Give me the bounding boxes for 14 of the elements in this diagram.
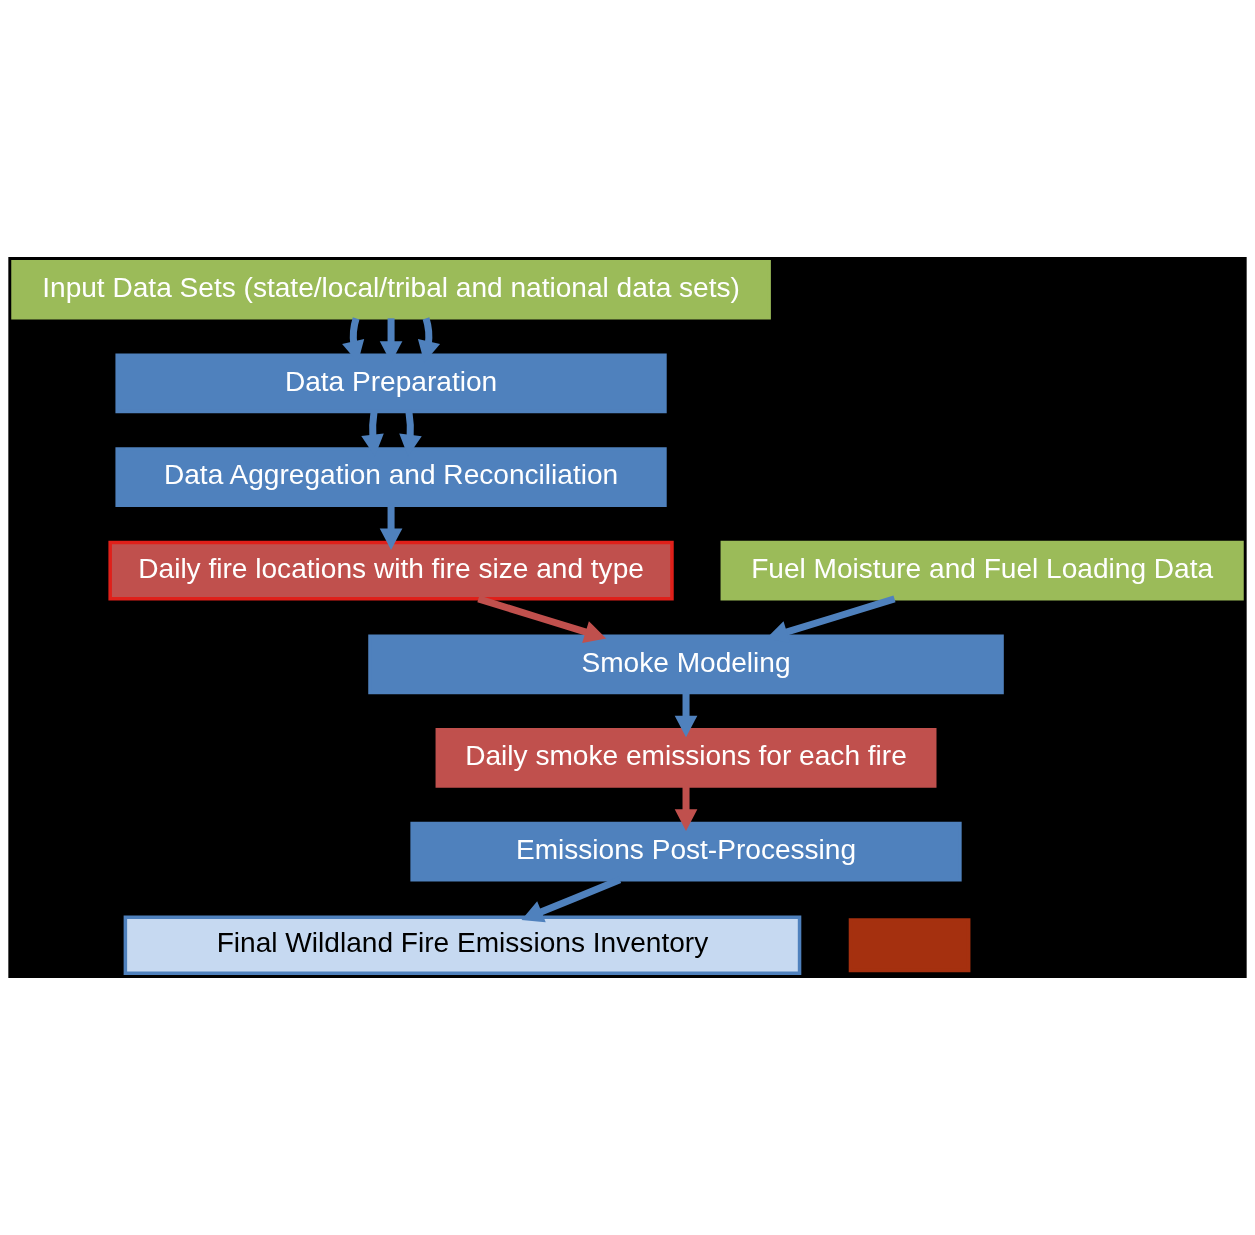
node-box: Data Aggregation and Reconciliation [115,447,667,507]
node-box: Emissions Post-Processing [410,821,962,882]
node-box [848,918,971,973]
node-box: Daily smoke emissions for each fire [435,728,937,788]
node-box: Smoke Modeling [368,634,1004,695]
node-box: Final Wildland Fire Emissions Inventory [123,915,802,976]
node-box: Input Data Sets (state/local/tribal and national data sets) [11,259,771,320]
node-box: Data Preparation [115,353,667,414]
arrow [674,692,698,738]
node-box: Fuel Moisture and Fuel Loading Data [720,540,1244,601]
arrow [379,505,403,550]
node-box: Daily fire locations with fire size and type [108,540,674,601]
arrow [674,786,698,831]
arrow [477,595,607,643]
